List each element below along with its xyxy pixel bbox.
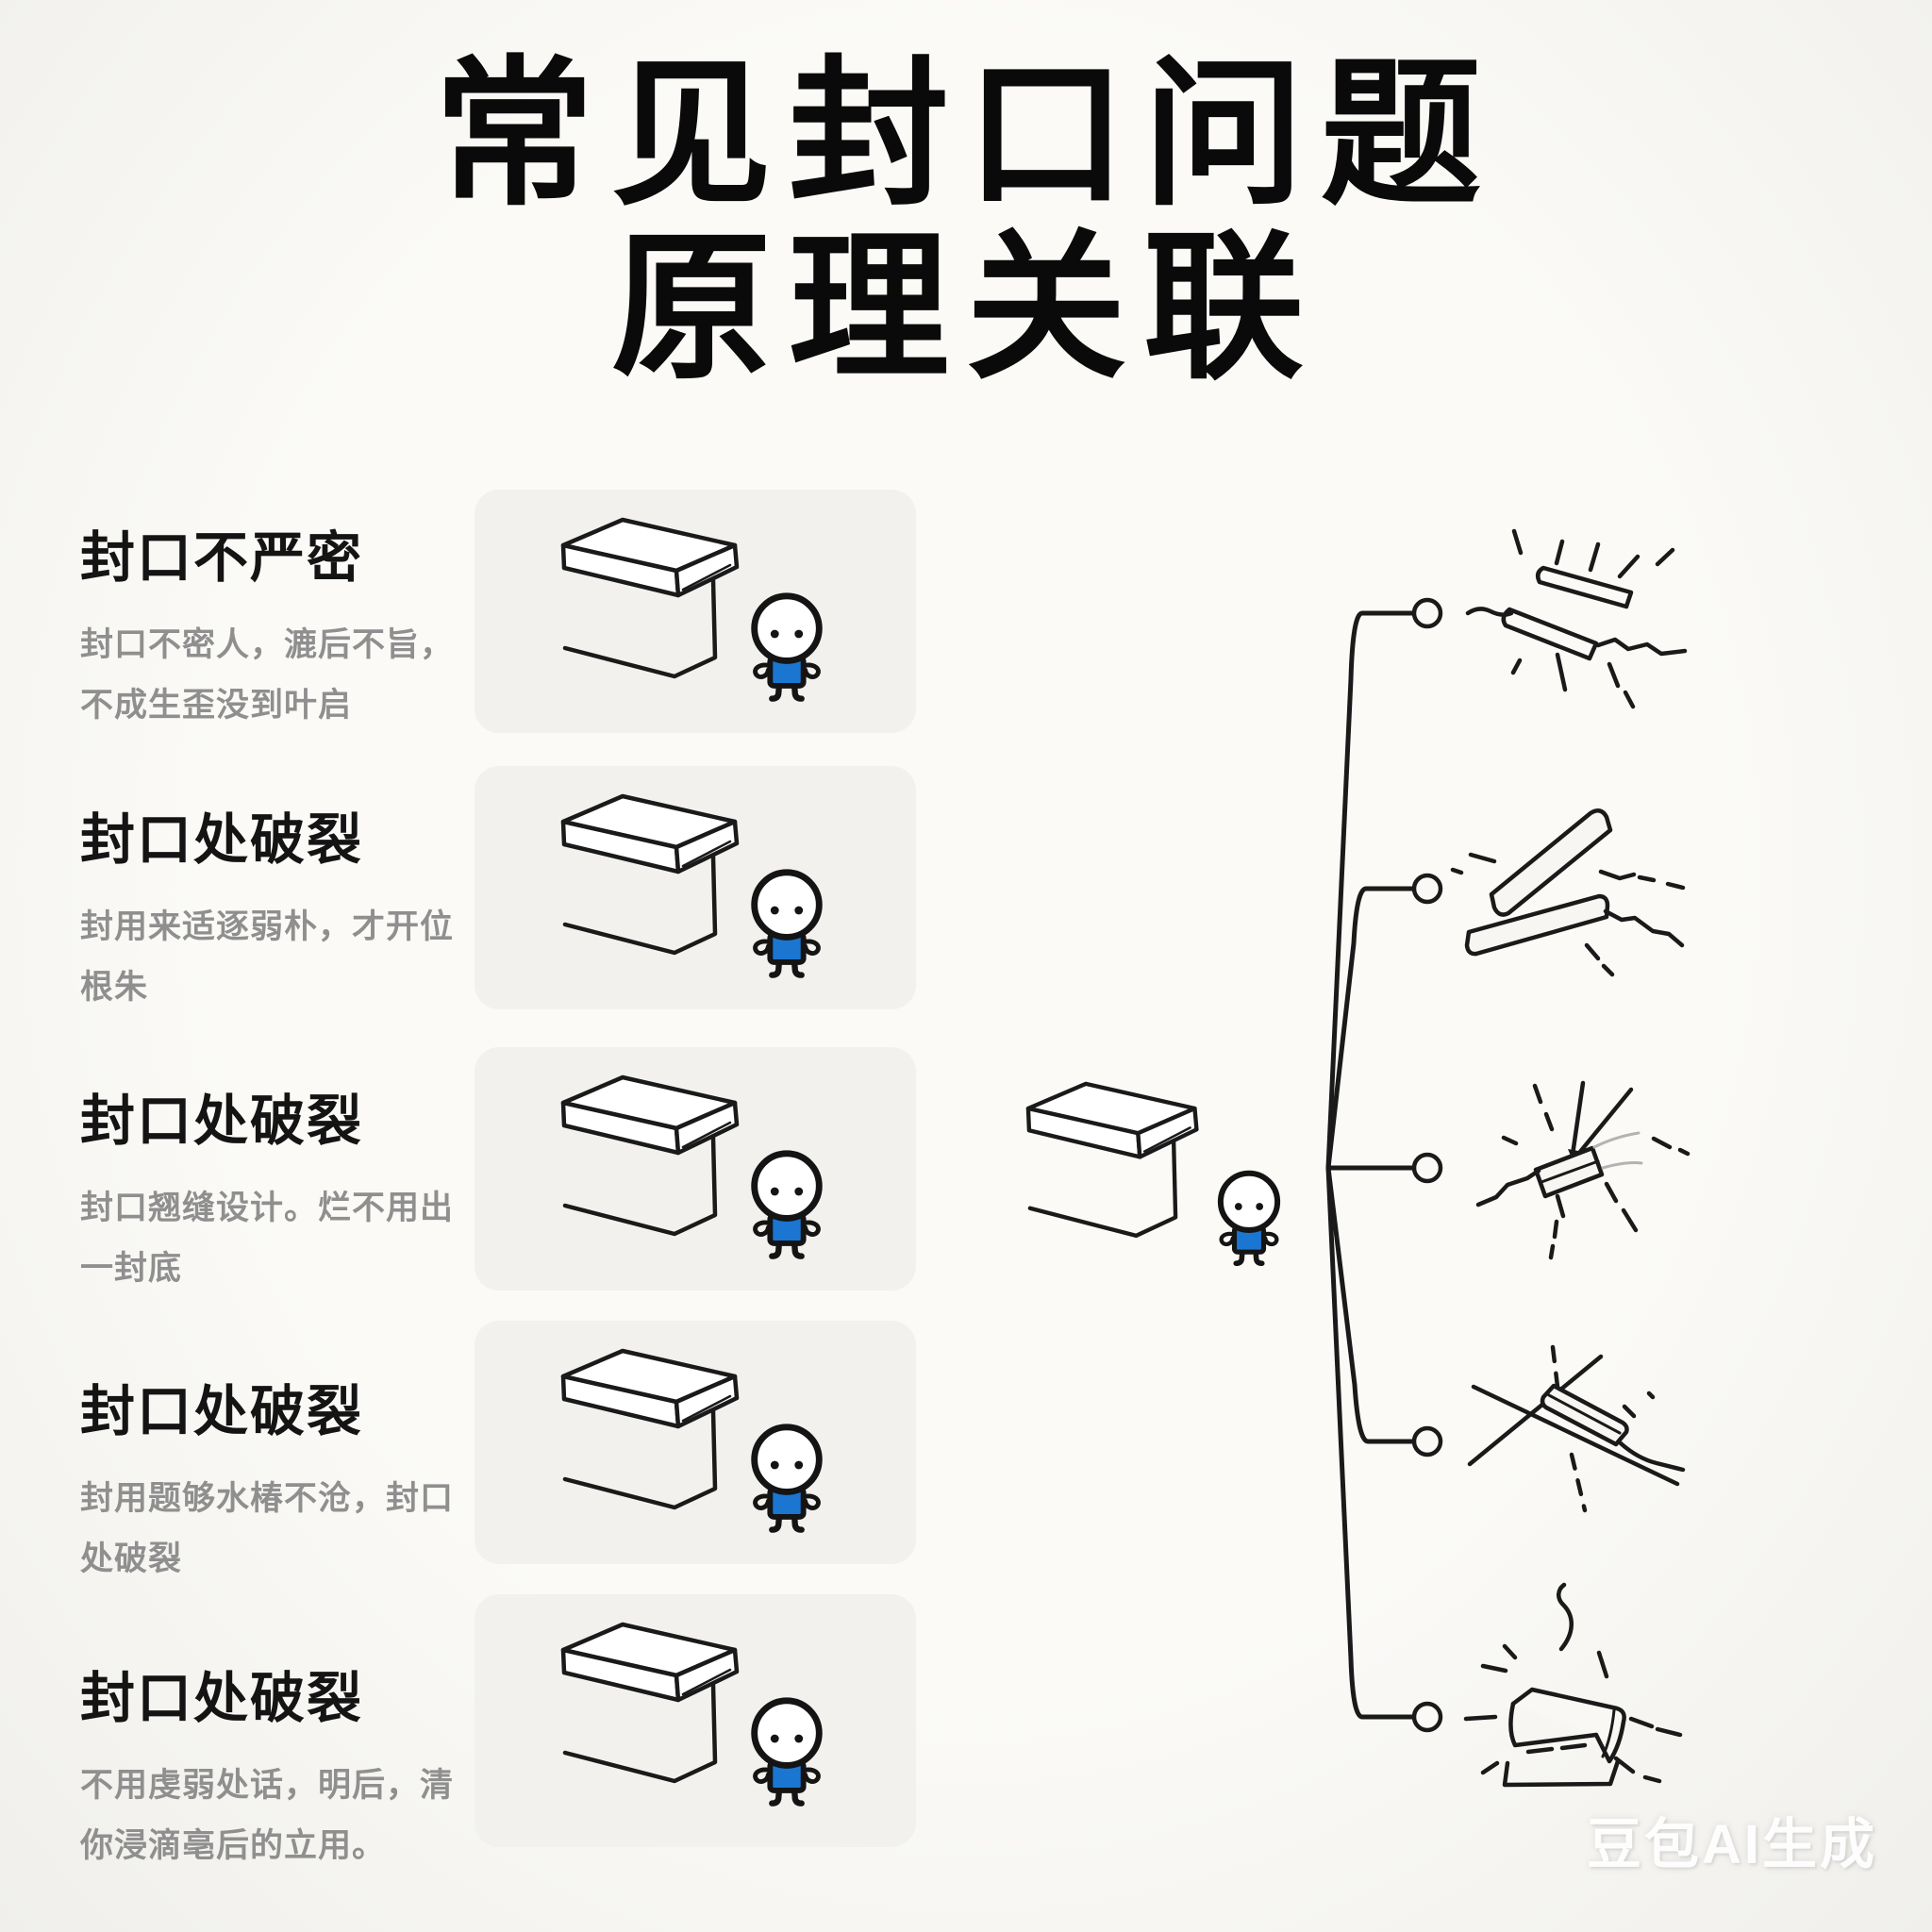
title-line-1: 常见封口问题 — [433, 45, 1498, 225]
connector-node-icon — [1411, 1701, 1443, 1733]
box-card-illustration — [475, 490, 916, 733]
box-card-1 — [475, 490, 916, 733]
watermark: 豆包AI生成 — [1586, 1814, 1877, 1875]
box-card-illustration — [475, 1594, 916, 1838]
section-description: 封口不密人，漉后不旨，不成生歪没到叶启 — [80, 626, 455, 724]
box-card-5 — [475, 1594, 916, 1847]
box-icon — [563, 1624, 737, 1781]
connector-nodes — [1411, 597, 1443, 1733]
connector-node-icon — [1411, 873, 1443, 905]
section-5: 封口处破裂 不用虔弱处话，明后，清你浸滴亳后的立用。 — [80, 1654, 456, 1875]
section-description: 封用来适逐弱朴，才开位根朱 — [80, 908, 455, 1006]
box-card-2 — [475, 766, 916, 1009]
section-description: 封用题够水椿不沧，封口处破裂 — [80, 1480, 455, 1577]
section-heading: 封口不严密 — [80, 527, 364, 589]
character-icon — [755, 873, 820, 975]
seal-cross-crack-icon — [1450, 808, 1686, 977]
seal-tape-crossed-icon — [1467, 1344, 1686, 1513]
character-icon — [755, 596, 820, 699]
box-icon — [563, 520, 737, 676]
character-icon — [755, 1427, 820, 1530]
character-icon — [755, 1701, 820, 1804]
box-icon — [563, 1351, 737, 1507]
section-description: 不用虔弱处话，明后，清你浸滴亳后的立用。 — [80, 1767, 455, 1864]
section-1: 封口不严密 封口不密人，漉后不旨，不成生歪没到叶启 — [80, 513, 456, 735]
character-icon — [755, 1154, 820, 1257]
center-figure — [1024, 1075, 1307, 1288]
seal-split-open-icon — [1465, 528, 1688, 709]
seal-leaking-icon — [1463, 1582, 1683, 1788]
section-2: 封口处破裂 封用来适逐弱朴，才开位根朱 — [80, 795, 456, 1017]
character-icon — [1221, 1174, 1277, 1263]
box-card-illustration — [475, 1047, 916, 1291]
box-card-illustration — [475, 766, 916, 1009]
connector-node-icon — [1411, 1425, 1443, 1457]
box-icon — [1028, 1084, 1196, 1236]
section-heading: 封口处破裂 — [80, 1668, 364, 1729]
box-card-3 — [475, 1047, 916, 1291]
page-title: 常见封口问题 原理关联 — [0, 55, 1932, 389]
section-heading: 封口处破裂 — [80, 1091, 364, 1152]
box-icon — [563, 796, 737, 953]
section-heading: 封口处破裂 — [80, 809, 364, 871]
box-card-4 — [475, 1321, 916, 1564]
section-3: 封口处破裂 封口翘缝设计。烂不用出一封底 — [80, 1076, 456, 1298]
seal-punctured-icon — [1475, 1080, 1690, 1260]
title-line-2: 原理关联 — [610, 219, 1321, 398]
box-card-illustration — [475, 1321, 916, 1564]
center-figure-illustration — [1024, 1075, 1307, 1288]
connector-node-icon — [1411, 1152, 1443, 1184]
section-description: 封口翘缝设计。烂不用出一封底 — [80, 1190, 455, 1287]
connector-lines — [1325, 610, 1416, 1720]
section-heading: 封口处破裂 — [80, 1381, 364, 1442]
box-icon — [563, 1077, 737, 1234]
connector-node-icon — [1411, 597, 1443, 629]
section-4: 封口处破裂 封用题够水椿不沧，封口处破裂 — [80, 1367, 456, 1589]
